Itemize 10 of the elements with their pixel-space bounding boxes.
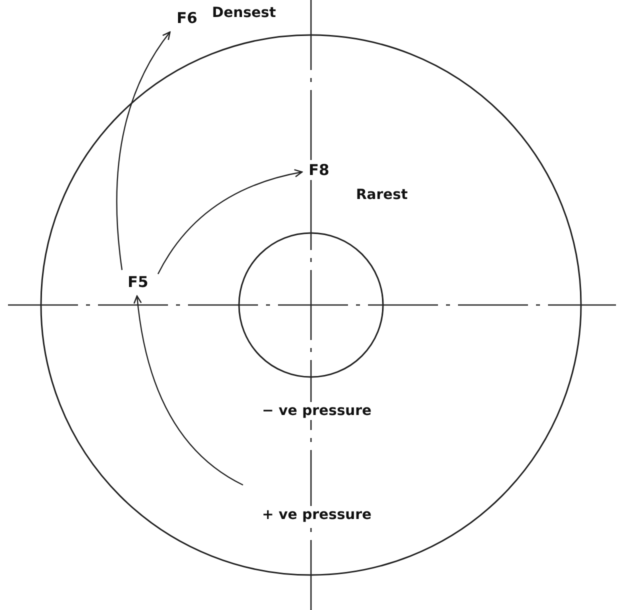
outer-circle [40,34,582,576]
curved-arrow [116,31,171,270]
force-label: F8 [304,160,334,182]
force-label: F5 [120,272,156,294]
curved-arrow [157,169,303,274]
pressure-label: − ve pressure [262,402,372,420]
pressure-label: + ve pressure [262,506,372,524]
curved-arrow [134,295,244,486]
inner-circle [238,232,384,378]
force-label: F6 [172,8,202,30]
